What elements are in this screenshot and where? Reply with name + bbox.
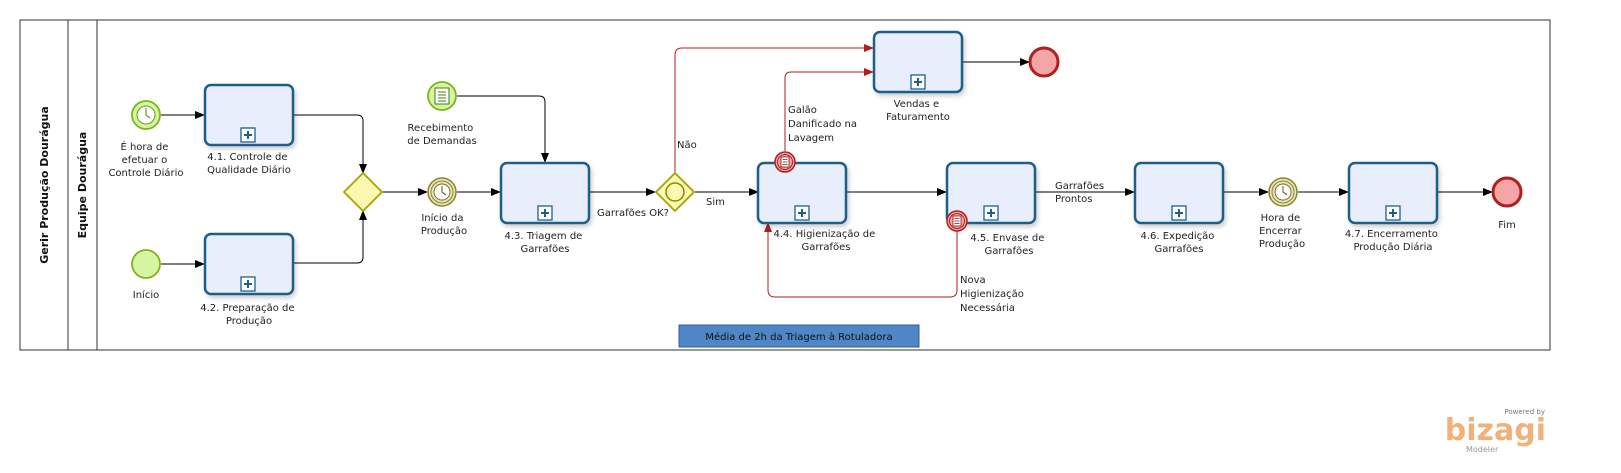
bizagi-logo: bizagi — [1445, 413, 1546, 448]
subprocess-plus-icon — [1385, 205, 1401, 221]
task-4-4[interactable]: 4.4. Higienização de Garrafões — [756, 161, 879, 253]
message-start-event[interactable]: Recebimento de Demandas — [407, 81, 477, 147]
exception-flows — [674, 44, 958, 298]
subprocess-plus-icon — [240, 276, 256, 292]
annotation-text: Média de 2h da Triagem à Rotuladora — [705, 331, 892, 343]
subprocess-plus-icon — [1171, 205, 1187, 221]
task-4-3[interactable]: 4.3. Triagem de Garrafões — [499, 161, 591, 255]
exclusive-gateway-label: Garrafões OK? — [597, 208, 669, 219]
flow-message-to-t43 — [457, 95, 549, 163]
subprocess-plus-icon — [537, 205, 553, 221]
subprocess-plus-icon — [794, 205, 810, 221]
task-4-7-label: 4.7. Encerramento Produção Diária — [1345, 229, 1441, 253]
parallel-gateway[interactable] — [342, 171, 384, 213]
lane-label: Equipe Dourágua — [76, 132, 89, 239]
watermark-powered: Powered by — [1504, 408, 1545, 416]
exclusive-gateway[interactable]: Garrafões OK? — [597, 171, 696, 219]
task-4-3-label: 4.3. Triagem de Garrafões — [504, 231, 585, 255]
events: É hora de efetuar o Controle Diário Iníc… — [108, 46, 1523, 314]
watermark-product: Modeler — [1466, 445, 1499, 454]
timer-start-event[interactable]: É hora de efetuar o Controle Diário — [108, 100, 184, 179]
gateways: Garrafões OK? — [342, 171, 696, 219]
task-4-2[interactable]: 4.2. Preparação de Produção — [200, 232, 297, 327]
timer-start-label: É hora de efetuar o Controle Diário — [108, 140, 183, 179]
start-event[interactable]: Início — [131, 249, 161, 301]
flow-label-garrafoes-prontos: Garrafões Prontos — [1055, 181, 1107, 205]
subprocess-plus-icon — [910, 74, 926, 90]
document-icon — [780, 156, 790, 168]
subprocess-plus-icon — [983, 205, 999, 221]
timer-encerrar-event[interactable]: Hora de Encerrar Produção — [1259, 177, 1305, 250]
task-4-7[interactable]: 4.7. Encerramento Produção Diária — [1345, 161, 1441, 253]
task-4-1-label: 4.1. Controle de Qualidade Diário — [207, 152, 291, 176]
clock-icon — [433, 183, 451, 201]
sequence-flows — [161, 58, 1493, 268]
task-4-5[interactable]: 4.5. Envase de Garrafões — [945, 161, 1048, 257]
flow-label-nao: Não — [677, 140, 697, 151]
flow-t41-to-gateway — [293, 114, 367, 174]
flow-nova-to-t44 — [764, 222, 958, 298]
clock-icon — [1274, 183, 1292, 201]
tasks: 4.1. Controle de Qualidade Diário 4.2. P… — [200, 30, 1441, 327]
boundary-galao-label: Galão Danificado na Lavagem — [788, 105, 860, 144]
bizagi-watermark: Powered by bizagi Modeler — [1445, 408, 1546, 454]
task-4-5-label: 4.5. Envase de Garrafões — [970, 233, 1047, 257]
task-4-1[interactable]: 4.1. Controle de Qualidade Diário — [203, 83, 295, 176]
start-label: Início — [133, 289, 159, 301]
pool-label: Gerir Produção Dourágua — [38, 106, 51, 264]
end-event-fim[interactable]: Fim — [1491, 176, 1523, 231]
task-4-4-label: 4.4. Higienização de Garrafões — [774, 229, 879, 253]
timer-encerrar-label: Hora de Encerrar Produção — [1259, 213, 1305, 250]
timer-inicio-label: Início da Produção — [421, 212, 467, 237]
task-vendas-faturamento[interactable]: Vendas e Faturamento — [872, 30, 964, 123]
message-start-label: Recebimento de Demandas — [407, 123, 476, 147]
clock-icon — [136, 105, 156, 125]
task-vendas-label: Vendas e Faturamento — [886, 99, 950, 123]
annotation: Média de 2h da Triagem à Rotuladora — [678, 324, 920, 348]
flow-xor-nao — [674, 44, 874, 173]
subprocess-plus-icon — [240, 127, 256, 143]
end-fim-label: Fim — [1498, 220, 1516, 231]
boundary-event-nova[interactable]: Nova Higienização Necessária — [946, 210, 1027, 314]
boundary-event-galao[interactable]: Galão Danificado na Lavagem — [774, 105, 860, 173]
timer-inicio-producao-event[interactable]: Início da Produção — [421, 177, 467, 237]
document-icon — [434, 87, 450, 105]
flow-t42-to-gateway — [293, 210, 367, 264]
flow-label-sim: Sim — [706, 197, 725, 208]
flow-labels: Não Sim Garrafões Prontos — [677, 140, 1107, 208]
task-4-6-label: 4.6. Expedição Garrafões — [1140, 231, 1217, 255]
document-icon — [952, 215, 962, 227]
task-4-2-label: 4.2. Preparação de Produção — [200, 303, 297, 327]
flow-galao-to-vendas — [784, 68, 874, 151]
task-4-6[interactable]: 4.6. Expedição Garrafões — [1133, 161, 1225, 255]
boundary-nova-label: Nova Higienização Necessária — [960, 275, 1027, 314]
end-event-top[interactable] — [1028, 46, 1060, 78]
